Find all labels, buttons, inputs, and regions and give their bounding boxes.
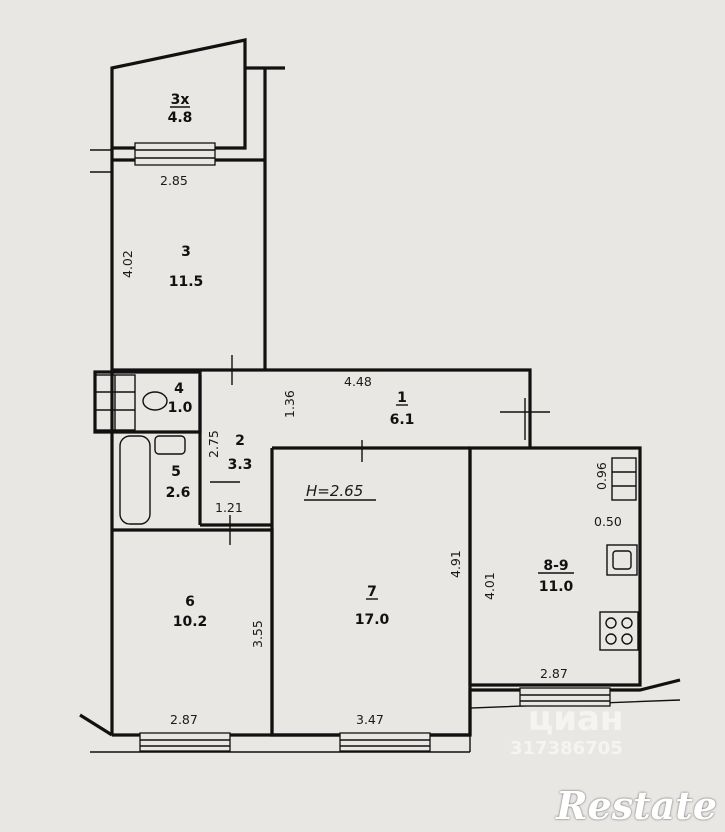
room-7-area: 17.0 [355, 612, 390, 628]
room-3-number: 3 [181, 244, 191, 260]
room-2-number: 2 [235, 433, 245, 449]
room-6-area: 10.2 [173, 614, 208, 630]
room-4-number: 4 [174, 381, 184, 397]
dim-room-7-length: 4.91 [448, 550, 463, 578]
room-8-9-area: 11.0 [539, 579, 574, 595]
stove-icon [599, 611, 639, 651]
washbasin-icon [154, 435, 186, 455]
room-8-9-number: 8-9 [543, 558, 568, 574]
room-7-number: 7 [367, 584, 377, 600]
dim-kitchen-offset: 0.50 [594, 514, 622, 529]
top-left-exterior-thin [90, 149, 112, 173]
room-1-number: 1 [397, 390, 407, 406]
room-3-area: 11.5 [169, 274, 204, 290]
dim-room-3-length: 4.02 [120, 250, 135, 278]
room-5-area: 2.6 [166, 485, 191, 501]
room-3x-number: 3x [171, 92, 190, 108]
room-6-window [139, 732, 231, 752]
room-5-number: 5 [171, 464, 181, 480]
room-7-window [339, 732, 431, 752]
ceiling-height: H=2.65 [306, 482, 363, 500]
restate-logo: Restate [555, 783, 717, 828]
balcony-window [134, 142, 216, 166]
kitchen-counter-icon [611, 457, 637, 501]
dim-room-6-width: 2.87 [170, 712, 198, 727]
exterior-wall-top-right [245, 66, 285, 148]
bathtub-icon [119, 435, 151, 525]
corridor-walls [265, 368, 532, 450]
dim-balcony-width: 2.85 [160, 173, 188, 188]
sink-icon [606, 544, 638, 576]
dim-room-1-depth: 1.36 [282, 390, 297, 418]
dim-room-7-width: 3.47 [356, 712, 384, 727]
room-3x-area: 4.8 [168, 110, 193, 126]
room-6-number: 6 [185, 594, 195, 610]
dim-kitchen-length: 4.01 [482, 572, 497, 600]
watermark-brand: циан [528, 699, 623, 739]
room-6-walls [112, 528, 274, 735]
room-2-area: 3.3 [228, 457, 253, 473]
dim-kitchen-width: 2.87 [540, 666, 568, 681]
dim-room-2-length: 2.75 [206, 430, 221, 458]
dim-room-1-width: 4.48 [344, 374, 372, 389]
dim-kitchen-small: 0.96 [594, 462, 609, 490]
door-marks [210, 355, 550, 545]
watermark-id: 317386705 [510, 738, 623, 759]
room-1-area: 6.1 [390, 412, 415, 428]
left-block-walls [110, 368, 272, 735]
dim-room-6-length: 3.55 [250, 620, 265, 648]
toilet-icon [142, 391, 168, 411]
balcony-walls [110, 38, 247, 150]
room-4-area: 1.0 [168, 400, 193, 416]
dim-room-2-width: 1.21 [215, 500, 243, 515]
